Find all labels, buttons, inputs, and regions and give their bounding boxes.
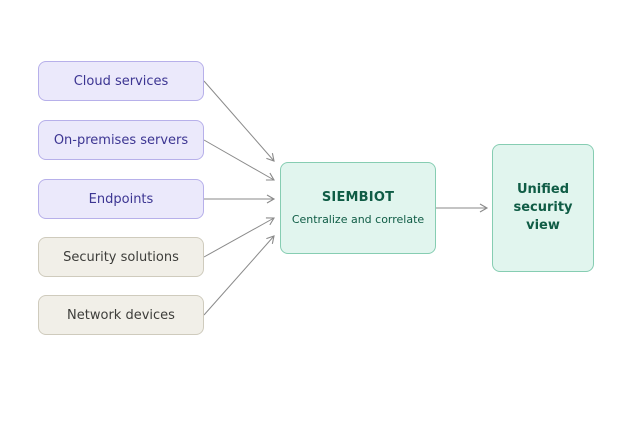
source-label: Endpoints bbox=[88, 191, 154, 207]
arrow-cloud-to-hub bbox=[203, 80, 275, 162]
arrow-onprem-to-hub bbox=[203, 139, 275, 181]
hub-subtitle: Centralize and correlate bbox=[291, 213, 425, 226]
source-on-premises-servers: On-premises servers bbox=[38, 120, 204, 160]
source-endpoints: Endpoints bbox=[38, 179, 204, 219]
source-cloud-services: Cloud services bbox=[38, 61, 204, 101]
source-label: Cloud services bbox=[73, 73, 169, 89]
output-label: Unified security view bbox=[513, 182, 573, 233]
source-label: Network devices bbox=[67, 307, 175, 323]
siem-hub: SIEMBIOT Centralize and correlate bbox=[280, 162, 436, 254]
source-network-devices: Network devices bbox=[38, 295, 204, 335]
arrow-security-to-hub bbox=[203, 217, 275, 258]
hub-title: SIEMBIOT bbox=[321, 190, 395, 205]
source-label: On-premises servers bbox=[53, 132, 189, 148]
arrow-network-to-hub bbox=[203, 235, 275, 316]
source-security-solutions: Security solutions bbox=[38, 237, 204, 277]
unified-security-view: Unified security view bbox=[492, 144, 594, 272]
source-label: Security solutions bbox=[63, 249, 179, 265]
